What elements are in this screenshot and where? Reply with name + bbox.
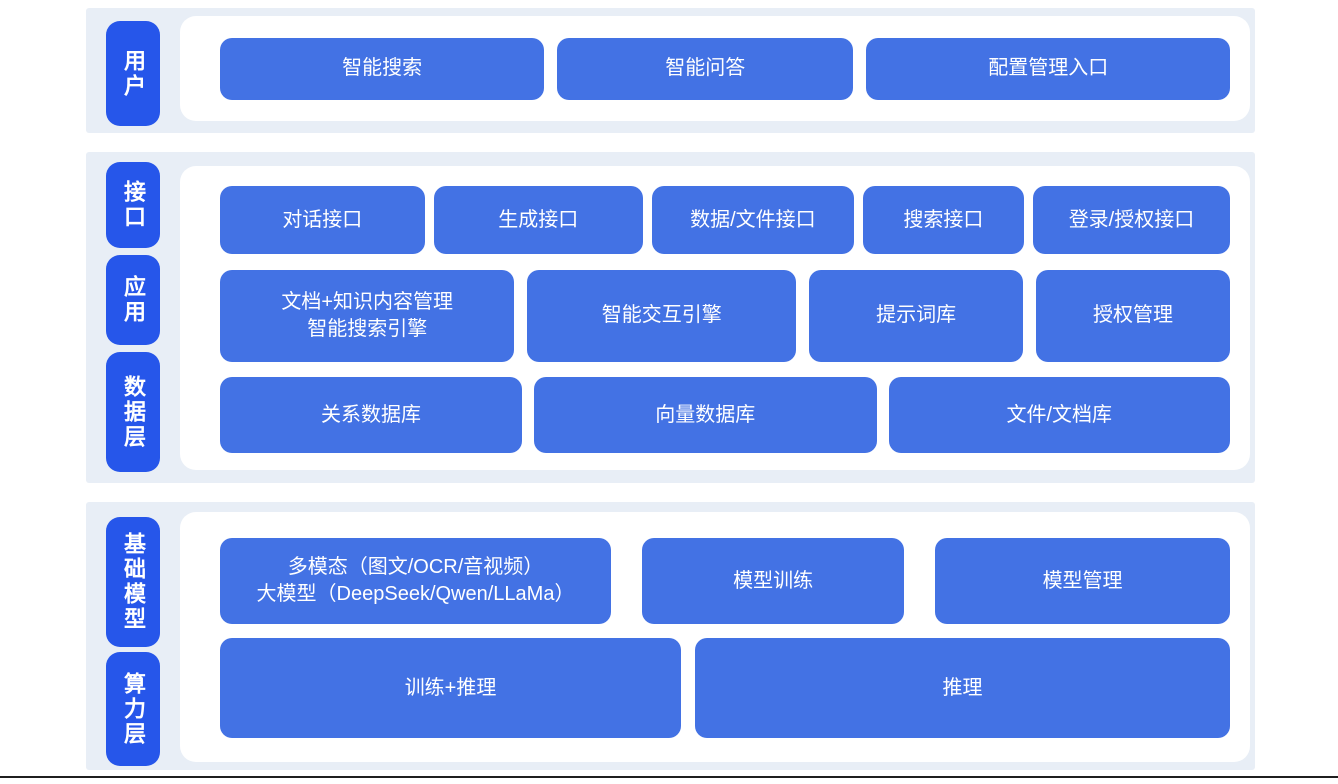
- node-vector-database: 向量数据库: [534, 377, 877, 453]
- application-layer-row: 文档+知识内容管理 智能搜索引擎 智能交互引擎 提示词库 授权管理: [220, 269, 1231, 362]
- user-layer-label-column: 用户: [86, 8, 180, 133]
- bottom-layers-panel: 多模态（图文/OCR/音视频） 大模型（DeepSeek/Qwen/LLaMa）…: [180, 512, 1250, 762]
- layer-label-user: 用户: [106, 21, 160, 126]
- node-authorization-management: 授权管理: [1036, 269, 1231, 362]
- node-intelligent-qa: 智能问答: [557, 37, 854, 100]
- node-data-file-api: 数据/文件接口: [651, 186, 854, 254]
- node-dialog-api: 对话接口: [220, 186, 425, 254]
- node-inference: 推理: [695, 638, 1230, 738]
- layer-label-interface: 接口: [106, 162, 160, 248]
- bottom-layers-label-column: 基础模型 算力层: [86, 502, 180, 770]
- node-training-plus-inference: 训练+推理: [220, 638, 682, 738]
- node-config-management-entry: 配置管理入口: [866, 37, 1230, 100]
- middle-layers-panel: 对话接口 生成接口 数据/文件接口 搜索接口 登录/授权接口 文档+知识内容管理…: [180, 166, 1250, 470]
- node-doc-knowledge-search-engine: 文档+知识内容管理 智能搜索引擎: [220, 269, 515, 362]
- bottom-layers-band: 基础模型 算力层 多模态（图文/OCR/音视频） 大模型（DeepSeek/Qw…: [86, 502, 1255, 770]
- node-model-training: 模型训练: [642, 538, 905, 624]
- layer-label-compute-layer: 算力层: [106, 652, 160, 766]
- node-model-management: 模型管理: [935, 538, 1230, 624]
- node-intelligent-search: 智能搜索: [220, 37, 545, 100]
- layer-label-foundation-model: 基础模型: [106, 517, 160, 647]
- node-multimodal-large-model: 多模态（图文/OCR/音视频） 大模型（DeepSeek/Qwen/LLaMa）: [220, 538, 612, 624]
- user-layer-row: 智能搜索 智能问答 配置管理入口: [220, 37, 1230, 100]
- middle-layers-band: 接口 应用 数据层 对话接口 生成接口 数据/文件接口 搜索接口 登录/授权接口…: [86, 152, 1255, 483]
- node-file-document-store: 文件/文档库: [888, 377, 1231, 453]
- node-generation-api: 生成接口: [433, 186, 643, 254]
- node-relational-database: 关系数据库: [220, 377, 523, 453]
- layer-label-application: 应用: [106, 255, 160, 345]
- foundation-model-row: 多模态（图文/OCR/音视频） 大模型（DeepSeek/Qwen/LLaMa）…: [220, 538, 1230, 624]
- user-layer-band: 用户 智能搜索 智能问答 配置管理入口: [86, 8, 1255, 133]
- node-login-auth-api: 登录/授权接口: [1032, 186, 1230, 254]
- compute-layer-row: 训练+推理 推理: [220, 638, 1230, 738]
- node-prompt-library: 提示词库: [809, 269, 1024, 362]
- node-intelligent-interaction-engine: 智能交互引擎: [527, 269, 797, 362]
- data-layer-row: 关系数据库 向量数据库 文件/文档库: [220, 377, 1231, 453]
- interface-layer-row: 对话接口 生成接口 数据/文件接口 搜索接口 登录/授权接口: [220, 186, 1230, 254]
- bottom-border-line: [0, 776, 1338, 778]
- user-layer-panel: 智能搜索 智能问答 配置管理入口: [180, 16, 1250, 121]
- layer-label-data-layer: 数据层: [106, 352, 160, 472]
- middle-layers-label-column: 接口 应用 数据层: [86, 152, 180, 483]
- node-search-api: 搜索接口: [862, 186, 1024, 254]
